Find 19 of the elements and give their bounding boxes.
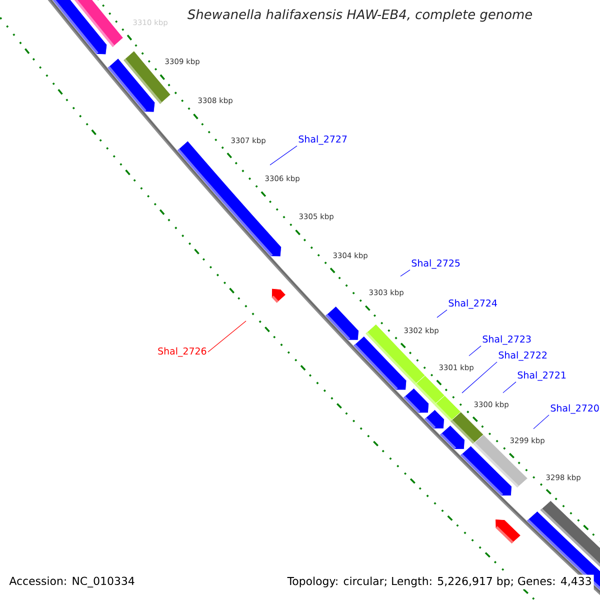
- leader-line: [468, 346, 482, 356]
- leader-line: [400, 270, 410, 277]
- leader-line: [436, 310, 448, 318]
- leader-line: [270, 146, 298, 166]
- gene-label: Shal_2726: [158, 347, 206, 357]
- gene-label: Shal_2721: [518, 371, 566, 381]
- gene-label: Shal_2725: [412, 259, 460, 269]
- title: Shewanella halifaxensis HAW-EB4, complete genome: [188, 9, 532, 22]
- accession-text: Accession: NC_010334: [9, 576, 134, 588]
- gene-label: Shal_2720: [550, 404, 599, 414]
- leader-line: [533, 414, 550, 430]
- gene-label: Shal_2722: [498, 351, 547, 361]
- gene-label: Shal_2724: [448, 299, 497, 309]
- leader-line: [208, 320, 246, 352]
- leader-line: [502, 382, 516, 394]
- genome-info-text: Topology: circular; Length: 5,226,917 bp; Genes: 4,433: [285, 574, 594, 590]
- gene-label: Shal_2723: [482, 335, 531, 345]
- gene-label: Shal_2727: [298, 135, 347, 145]
- leader-line: [462, 362, 498, 394]
